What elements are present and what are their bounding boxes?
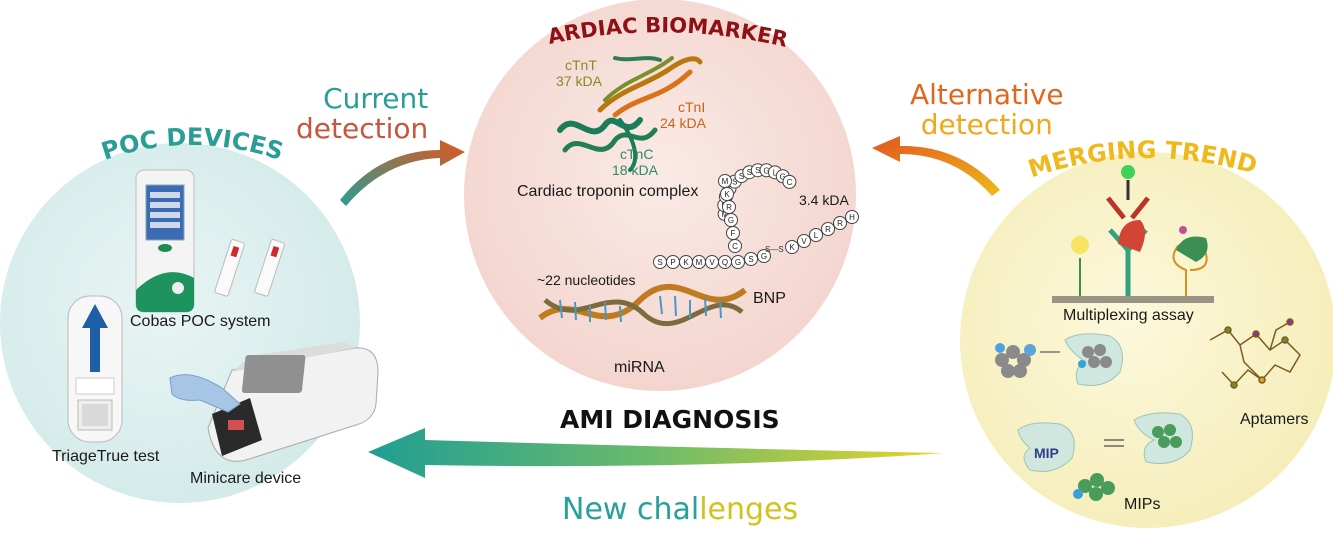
ctnc-mass: 18 kDA <box>612 162 658 178</box>
current-detection-line1: Current <box>323 82 429 115</box>
bnp-tail-up-1-letter: F <box>731 229 736 238</box>
mirna-helix-illustration <box>538 283 747 327</box>
bnp-tail-right-1-bead <box>797 234 811 248</box>
bnp-loop-10-letter: G <box>780 172 786 181</box>
test-strips-illustration <box>214 239 285 297</box>
cobas-device-illustration <box>135 169 195 313</box>
bnp-tail-left-8-letter: G <box>761 252 767 261</box>
mip-tag: MIP <box>1034 445 1059 461</box>
alternative-detection-label: Alternative detection <box>910 80 1064 140</box>
bnp-tail-left-8-bead <box>757 249 771 263</box>
mirna-label: miRNA <box>614 359 665 376</box>
bnp-tail-up-5-bead <box>718 174 732 188</box>
bnp-loop-6-letter: S <box>747 168 752 177</box>
new-challenges-label: New challenges <box>562 492 798 527</box>
bnp-tail-left-1-letter: P <box>670 258 675 267</box>
bnp-tail-up-4-letter: K <box>724 190 730 199</box>
new-challenges-part1: New chal <box>562 492 700 527</box>
bnp-loop-4-letter: S <box>732 178 737 187</box>
cardiac-biomarkers-circle <box>464 0 856 391</box>
minicare-label: Minicare device <box>190 470 302 487</box>
current-detection-line2: detection <box>296 112 429 145</box>
ctnt-name: cTnT <box>565 57 597 73</box>
triage-label: TriageTrue test <box>52 448 160 465</box>
bnp-tail-left-4-letter: V <box>709 258 715 267</box>
bnp-tail-right-1-letter: V <box>801 237 807 246</box>
bnp-tail-left-5-letter: Q <box>722 258 728 267</box>
bnp-loop-8-letter: G <box>763 166 769 175</box>
bnp-loop-7-letter: S <box>755 166 760 175</box>
alternative-detection-arrow <box>872 136 1000 196</box>
bnp-tail-right-0-letter: K <box>789 243 795 252</box>
bnp-loop-11-bead <box>782 174 797 189</box>
mips-label: MIPs <box>1124 496 1161 513</box>
bnp-tail-right-2-letter: L <box>814 231 819 240</box>
ctni-mass: 24 kDA <box>660 115 706 131</box>
bnp-peptide-illustration: MDRISSSSGLGCKVLRRHSPKMVQGSGCFGRKMS—S <box>653 163 859 269</box>
bnp-tail-left-7-bead <box>744 252 758 266</box>
bnp-tail-left-2-letter: K <box>683 258 689 267</box>
bnp-tail-up-2-letter: G <box>728 216 734 225</box>
bnp-loop-9-letter: L <box>773 168 778 177</box>
troponin-complex-illustration <box>557 56 703 172</box>
bnp-disulfide-bridge: S—S <box>765 245 784 254</box>
bnp-tail-up-0-letter: C <box>732 242 738 251</box>
ctnt-mass: 37 kDA <box>556 73 602 89</box>
bnp-tail-left-7-letter: S <box>748 255 753 264</box>
bnp-tail-right-5-bead <box>845 210 859 224</box>
alternative-detection-line2: detection <box>920 108 1053 141</box>
minicare-device-illustration <box>169 342 379 462</box>
bnp-loop-0-letter: M <box>721 210 728 219</box>
bnp-tail-left-6-bead <box>731 255 745 269</box>
emerging-trends-circle <box>960 152 1333 528</box>
multiplexing-label: Multiplexing assay <box>1063 307 1194 324</box>
bnp-loop-5-letter: S <box>739 172 744 181</box>
triage-test-illustration <box>67 295 123 443</box>
bnp-tail-up-3-letter: R <box>726 203 732 212</box>
bnp-tail-up-5-letter: M <box>722 177 729 186</box>
ami-diagnosis-caption: AMI DIAGNOSIS <box>560 405 780 434</box>
bnp-tail-right-0-bead <box>785 240 799 254</box>
bnp-mass: 3.4 kDA <box>799 192 849 208</box>
bnp-tail-right-2-bead <box>809 228 823 242</box>
alternative-detection-line1: Alternative <box>910 78 1064 111</box>
mip-illustration <box>995 333 1193 501</box>
multiplexing-assay-illustration <box>1052 165 1214 303</box>
bnp-tail-right-5-letter: H <box>849 213 855 222</box>
cobas-label: Cobas POC system <box>130 313 271 330</box>
aptamers-label: Aptamers <box>1240 411 1309 428</box>
bnp-tail-right-4-bead <box>833 216 847 230</box>
new-challenges-part2: lenges <box>699 492 799 527</box>
current-detection-arrow <box>340 140 465 206</box>
mirna-length: ~22 nucleotides <box>537 272 636 288</box>
ctni-name: cTnI <box>678 99 706 115</box>
aptamers-illustration <box>1209 318 1301 389</box>
current-detection-label: Current detection <box>296 84 428 144</box>
bnp-tail-left-6-letter: G <box>735 258 741 267</box>
bnp-tail-left-3-letter: M <box>696 258 703 267</box>
bnp-tail-left-0-letter: S <box>657 258 662 267</box>
ctnc-name: cTnC <box>620 146 654 162</box>
bnp-loop-11-letter: C <box>787 178 793 187</box>
bnp-tail-right-3-letter: R <box>825 225 831 234</box>
troponin-caption: Cardiac troponin complex <box>517 183 699 200</box>
new-challenges-arrow <box>368 428 945 478</box>
bnp-tail-right-4-letter: R <box>837 219 843 228</box>
bnp-label: BNP <box>753 290 786 307</box>
bnp-tail-right-3-bead <box>821 222 835 236</box>
